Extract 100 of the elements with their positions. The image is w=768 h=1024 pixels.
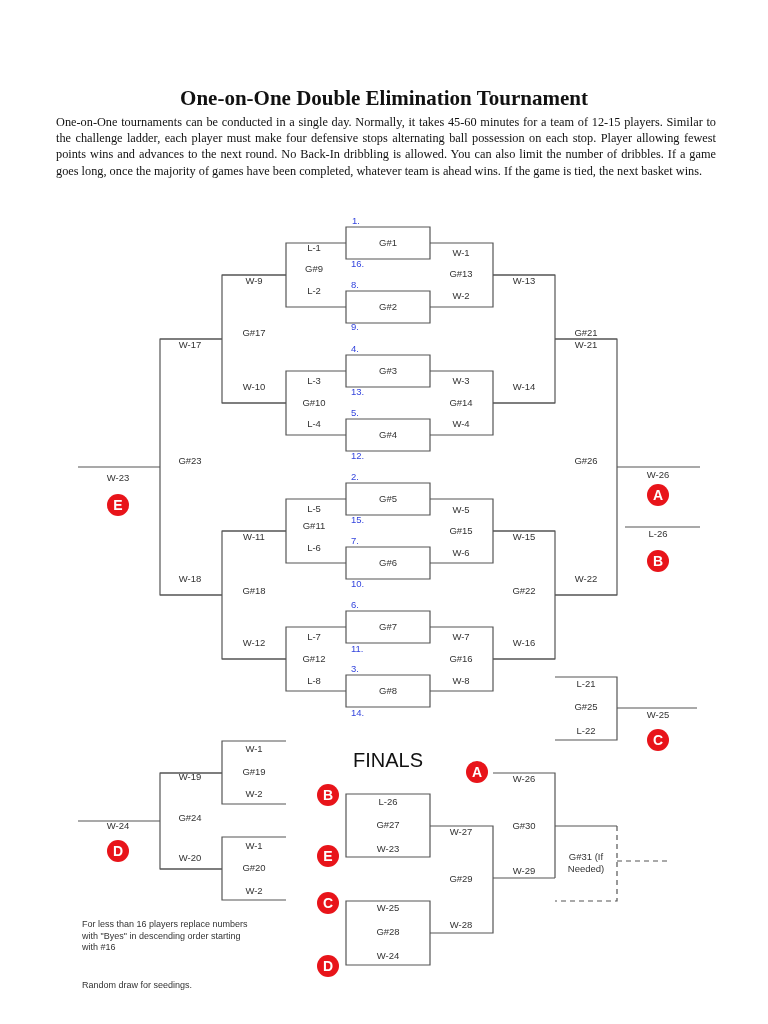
letter-badge: D [317, 955, 339, 977]
bracket-label: G#30 [512, 819, 536, 833]
bracket-label: L-26 [648, 527, 668, 541]
seed-number: 1. [352, 214, 360, 228]
bracket-label: L-8 [307, 674, 321, 688]
bracket-label: W-22 [574, 572, 598, 586]
bracket-label: L-22 [576, 724, 596, 738]
bracket-label: G#21 [574, 326, 598, 340]
bracket-label: W-8 [452, 674, 470, 688]
bracket-label: L-26 [378, 795, 398, 809]
seed-number: 8. [351, 278, 359, 292]
bracket-label: W-7 [452, 630, 470, 644]
seed-number: 16. [351, 257, 365, 271]
note-text: For less than 16 players replace numbers with "Byes" in descending order starting with #16 [82, 919, 249, 955]
page-title: One-on-One Double Elimination Tournament [179, 86, 589, 111]
letter-badge: E [107, 494, 129, 516]
letter-badge: B [647, 550, 669, 572]
bracket-label: W-3 [452, 374, 470, 388]
bracket-label: G#28 [376, 925, 400, 939]
seed-number: 4. [351, 342, 359, 356]
bracket-label: G#19 [242, 765, 266, 779]
bracket-label: W-10 [242, 380, 266, 394]
bracket-label: W-25 [646, 708, 670, 722]
bracket-label: W-5 [452, 503, 470, 517]
bracket-label: W-9 [245, 274, 263, 288]
bracket-label: W-15 [512, 530, 536, 544]
letter-badge: C [647, 729, 669, 751]
bracket-label: G#25 [574, 700, 598, 714]
bracket-label: W-26 [646, 468, 670, 482]
bracket-label: L-3 [307, 374, 321, 388]
bracket-label: G#31 (If Needed) [566, 850, 606, 876]
bracket-label: G#5 [379, 492, 397, 506]
bracket-label: W-29 [512, 864, 536, 878]
seed-number: 5. [351, 406, 359, 420]
bracket-label: W-11 [243, 530, 265, 544]
bracket-label: G#4 [379, 428, 397, 442]
seed-number: 13. [351, 385, 365, 399]
bracket-label: G#18 [242, 584, 266, 598]
bracket-label: L-1 [307, 241, 321, 255]
bracket-label: W-25 [376, 901, 400, 915]
bracket-label: G#20 [242, 861, 266, 875]
bracket-label: W-13 [512, 274, 536, 288]
bracket-label: G#11 [302, 519, 326, 533]
bracket-label: W-27 [449, 825, 473, 839]
bracket-label: G#13 [449, 267, 473, 281]
bracket-label: W-24 [376, 949, 400, 963]
bracket-label: W-19 [178, 770, 202, 784]
seed-number: 2. [351, 470, 359, 484]
seed-number: 10. [351, 577, 365, 591]
bracket-label: W-21 [574, 338, 598, 352]
bracket-label: W-1 [452, 246, 470, 260]
bracket-label: L-5 [307, 502, 321, 516]
bracket-label: L-7 [307, 630, 321, 644]
bracket-label: W-20 [178, 851, 202, 865]
bracket-label: W-17 [178, 338, 202, 352]
bracket-label: G#1 [379, 236, 397, 250]
bracket-label: G#14 [449, 396, 473, 410]
bracket-label: W-6 [452, 546, 470, 560]
bracket-label: W-1 [245, 742, 263, 756]
bracket-label: W-28 [449, 918, 473, 932]
bracket-label: G#15 [449, 524, 473, 538]
bracket-label: G#3 [379, 364, 397, 378]
bracket-label: L-4 [307, 417, 321, 431]
bracket-label: G#17 [242, 326, 266, 340]
bracket-label: W-18 [178, 572, 202, 586]
bracket-label: W-1 [245, 839, 263, 853]
bracket-label: W-23 [106, 471, 130, 485]
bracket-label: G#22 [512, 584, 536, 598]
letter-badge: A [466, 761, 488, 783]
bracket-label: G#8 [379, 684, 397, 698]
seed-number: 14. [351, 706, 365, 720]
letter-badge: E [317, 845, 339, 867]
letter-badge: A [647, 484, 669, 506]
letter-badge: B [317, 784, 339, 806]
letter-badge: D [107, 840, 129, 862]
bracket-label: W-26 [512, 772, 536, 786]
bracket-label: G#9 [305, 262, 323, 276]
bracket-label: W-23 [376, 842, 400, 856]
bracket-label: W-2 [245, 884, 263, 898]
seed-number: 6. [351, 598, 359, 612]
bracket-label: W-14 [512, 380, 536, 394]
bracket-label: L-6 [307, 541, 321, 555]
bracket-label: W-2 [452, 289, 470, 303]
bracket-label: L-21 [576, 677, 596, 691]
section-heading: FINALS [353, 748, 423, 773]
bracket-label: G#10 [302, 396, 326, 410]
bracket-label: G#6 [379, 556, 397, 570]
letter-badge: C [317, 892, 339, 914]
note-text: Random draw for seedings. [82, 980, 194, 992]
seed-number: 11. [351, 642, 364, 656]
bracket-label: W-16 [512, 636, 536, 650]
bracket-label: G#16 [449, 652, 473, 666]
intro-paragraph: One-on-One tournaments can be conducted in a single day. Normally, it takes 45-60 minutes for a team of 12-15 players. Similar to the challenge ladder, each player must make four defensive stops alternating ball possession on each stop. Player allowing fewest points wins and advances to the next round. No Back-In dribbling is allowed. You can also limit the number of dribbles. If a game goes long, once the majority of games have been completed, whatever team is ahead wins. If the game is tied, the next basket wins. [56, 114, 716, 179]
bracket-label: G#23 [178, 454, 202, 468]
bracket-label: G#27 [376, 818, 400, 832]
seed-number: 15. [351, 513, 365, 527]
bracket-label: W-24 [106, 819, 130, 833]
bracket-label: W-12 [242, 636, 266, 650]
seed-number: 9. [351, 320, 359, 334]
bracket-label: G#26 [574, 454, 598, 468]
